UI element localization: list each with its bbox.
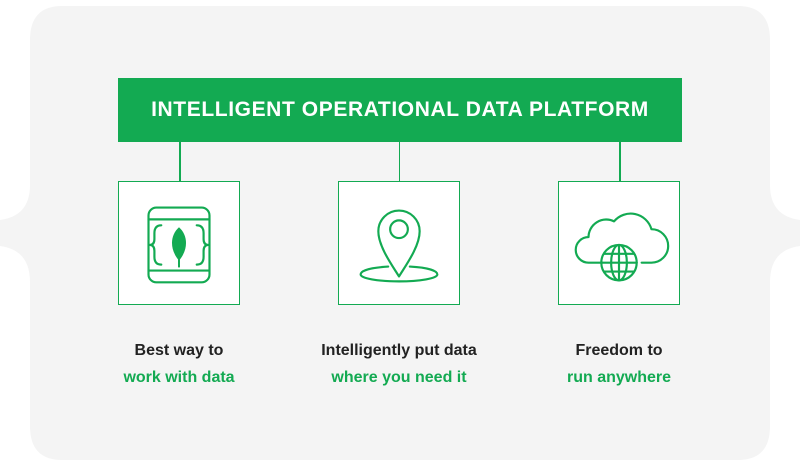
cloud-globe-icon xyxy=(574,212,670,282)
pillar-caption-3: Freedom to run anywhere xyxy=(509,337,729,391)
document-leaf-icon xyxy=(147,206,211,284)
connector-line-2 xyxy=(398,142,401,181)
platform-banner: INTELLIGENT OPERATIONAL DATA PLATFORM xyxy=(118,78,682,142)
caption-2-line2: where you need it xyxy=(331,369,467,386)
location-pin-icon xyxy=(359,209,439,283)
banner-title: INTELLIGENT OPERATIONAL DATA PLATFORM xyxy=(151,98,649,121)
connector-line-3 xyxy=(619,142,621,181)
pillar-box-3 xyxy=(558,181,680,305)
caption-1-line1: Best way to xyxy=(134,342,224,359)
caption-2-line1: Intelligently put data xyxy=(321,342,477,359)
pillar-caption-1: Best way to work with data xyxy=(69,337,289,391)
connector-line-1 xyxy=(179,142,181,181)
caption-3-line2: run anywhere xyxy=(566,369,672,386)
caption-1-line2: work with data xyxy=(123,369,235,386)
pillar-caption-2: Intelligently put data where you need it xyxy=(289,337,509,391)
caption-3-line1: Freedom to xyxy=(575,342,663,359)
pillar-box-2 xyxy=(338,181,460,305)
pillar-box-1 xyxy=(118,181,240,305)
